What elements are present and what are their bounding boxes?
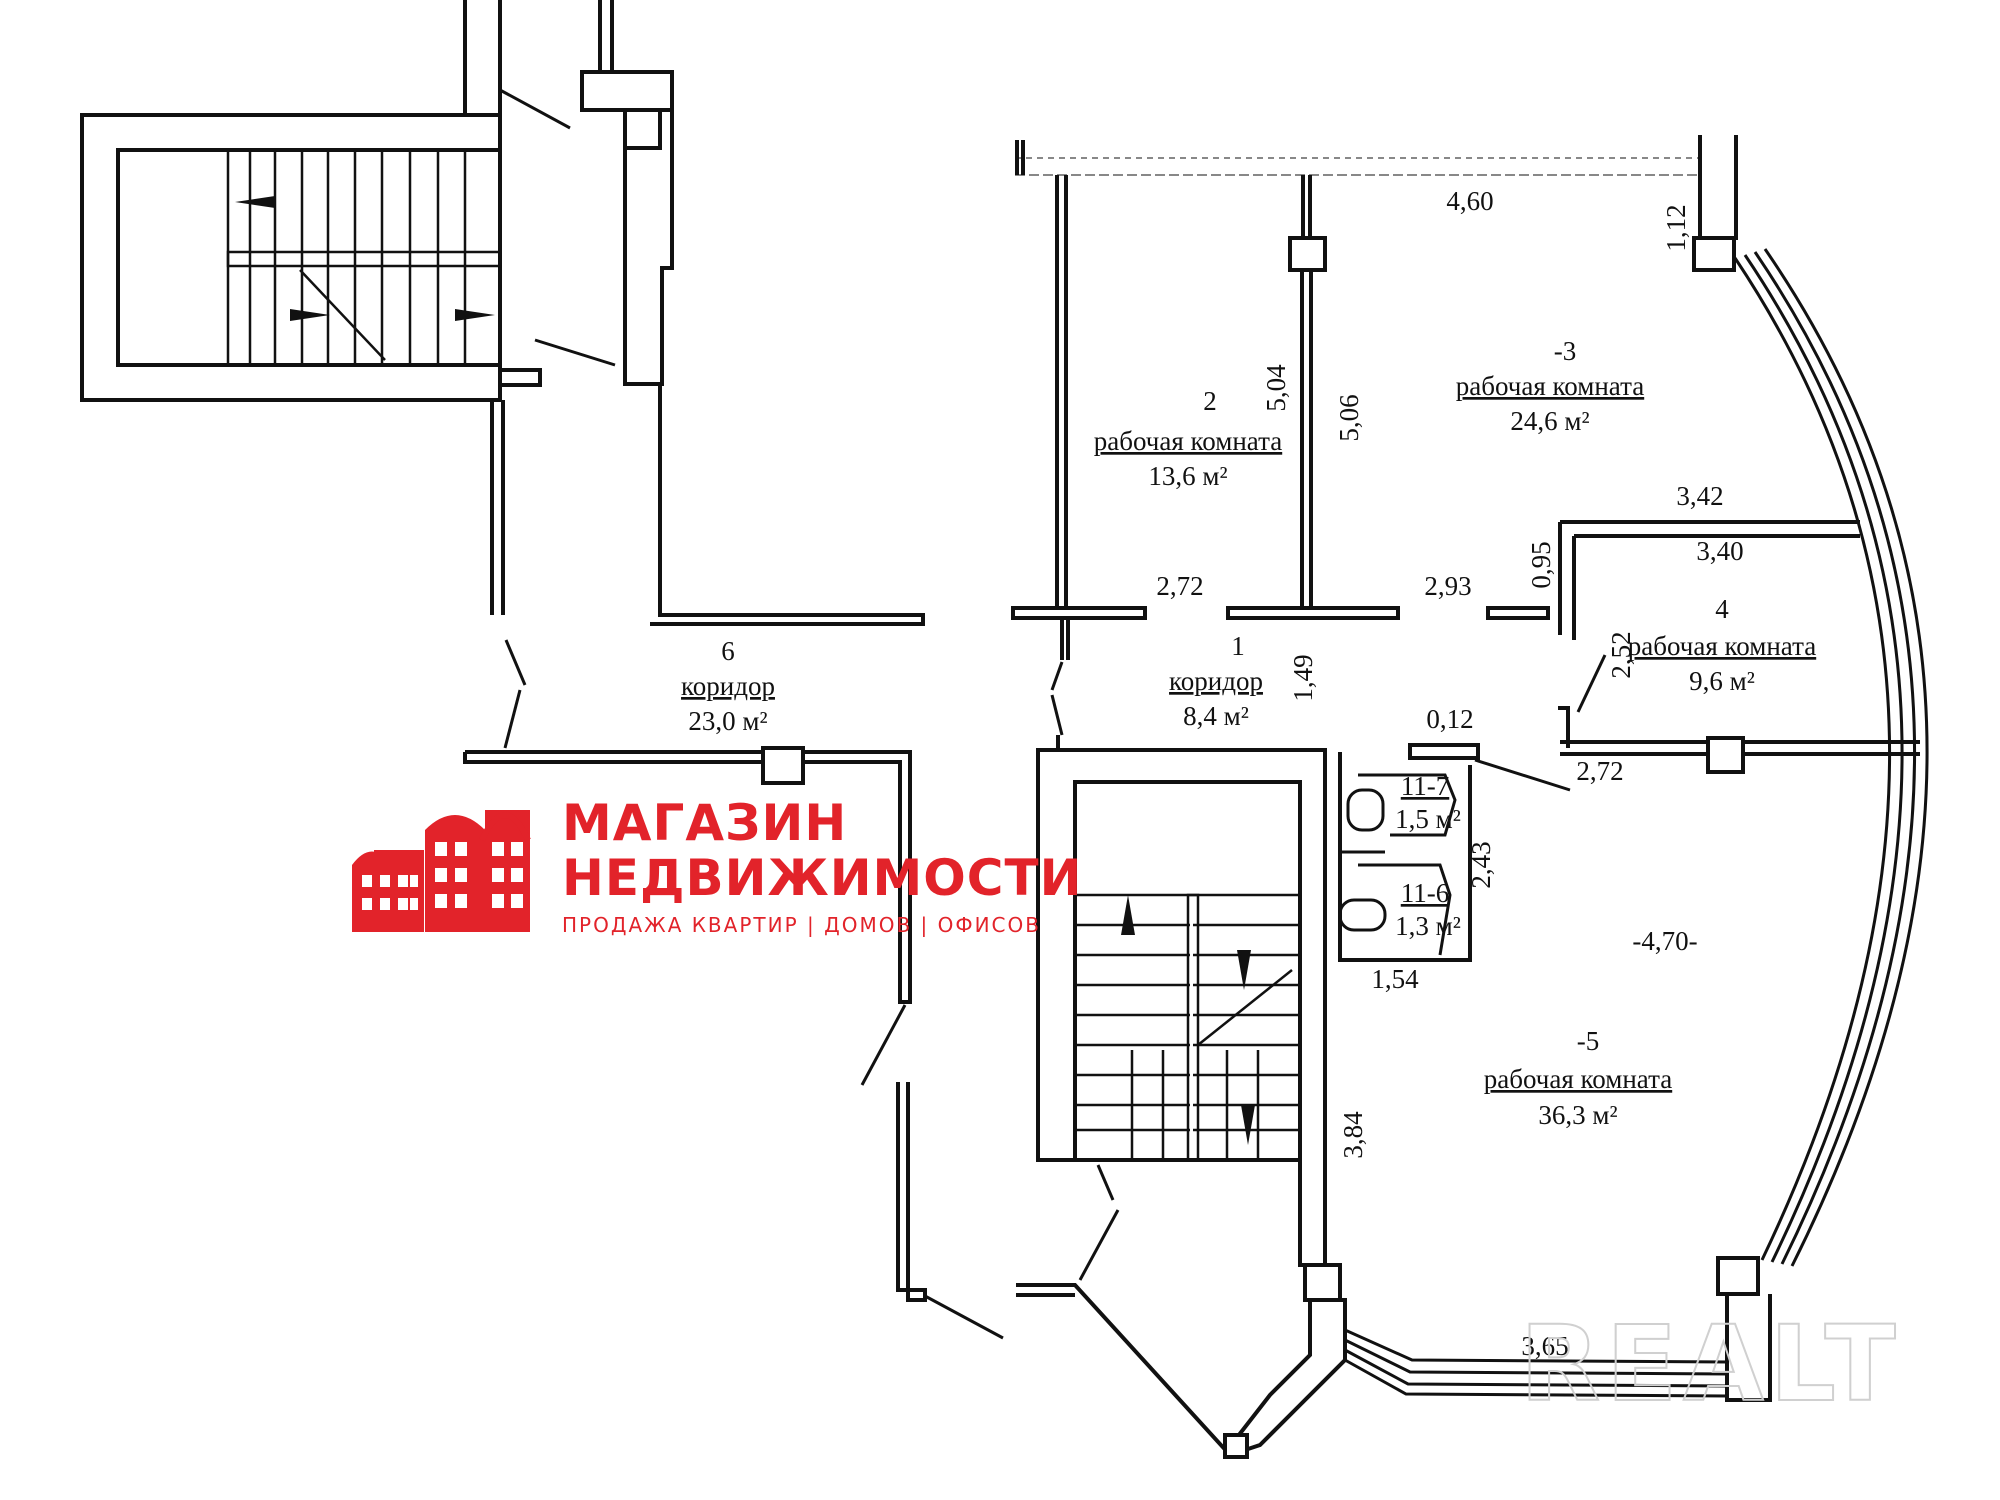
dim-1-54: 1,54 [1371, 964, 1419, 994]
dim-3-65: 3,65 [1521, 1331, 1568, 1361]
walls-top-left [463, 0, 925, 749]
walls-corridor-6 [463, 746, 1004, 1340]
room-4-number: 4 [1715, 594, 1729, 624]
arrow-down-icon [1237, 950, 1251, 990]
stairwell-steps [226, 150, 502, 365]
room-1-number: 1 [1231, 631, 1245, 661]
walls-offices [1011, 135, 1929, 1402]
dim-3-40: 3,40 [1696, 536, 1743, 566]
room-5-number: -5 [1577, 1026, 1600, 1056]
room-6-number: 6 [721, 636, 735, 666]
dimensions: 4,60 1,12 5,04 5,06 3,42 3,40 0,95 2,72 … [1156, 186, 1743, 1361]
dim-3-84: 3,84 [1338, 1111, 1368, 1159]
dim-1-12: 1,12 [1661, 204, 1691, 251]
room-5-name: рабочая комната [1484, 1064, 1672, 1094]
dim-2-72-a: 2,72 [1156, 571, 1203, 601]
room-2-area: 13,6 м² [1148, 461, 1227, 491]
room-3-number: -3 [1554, 336, 1577, 366]
room-1-name: коридор [1169, 666, 1263, 696]
room-2-number: 2 [1203, 386, 1217, 416]
dim-1-49: 1,49 [1288, 654, 1318, 701]
dim-2-72-b: 2,72 [1576, 756, 1623, 786]
stairwell-inner-wall [116, 148, 502, 367]
logo-subtitle: ПРОДАЖА КВАРТИР | ДОМОВ | ОФИСОВ [562, 913, 1041, 937]
arrow-right-icon [290, 309, 330, 321]
arrow-right-icon [455, 309, 495, 321]
building-icon [352, 810, 531, 932]
room-5-area: 36,3 м² [1538, 1100, 1617, 1130]
room-labels: 6 коридор 23,0 м² 1 коридор 8,4 м² 2 раб… [681, 336, 1816, 1130]
stairwell-bottom [1016, 748, 1347, 1459]
dim-2-52: 2,52 [1606, 631, 1636, 678]
dim-0-95: 0,95 [1526, 541, 1556, 588]
dim-4-70: -4,70- [1632, 926, 1697, 956]
room-4-area: 9,6 м² [1689, 666, 1755, 696]
room-6-name: коридор [681, 671, 775, 701]
sink-icon [1338, 898, 1387, 932]
room-11-6-number: 11-6 [1401, 878, 1450, 908]
dim-5-06: 5,06 [1334, 394, 1364, 441]
dim-4-60: 4,60 [1446, 186, 1493, 216]
dim-0-12: 0,12 [1426, 704, 1473, 734]
room-1-area: 8,4 м² [1183, 701, 1249, 731]
dim-2-93: 2,93 [1424, 571, 1471, 601]
room-3-name: рабочая комната [1456, 371, 1644, 401]
stairwell-bottom-steps [1075, 893, 1300, 1162]
room-11-7-number: 11-7 [1401, 771, 1450, 801]
room-6-area: 23,0 м² [688, 706, 767, 736]
room-11-7-area: 1,5 м² [1395, 804, 1461, 834]
arrow-up-icon [1121, 895, 1135, 935]
room-4-name: рабочая комната [1628, 631, 1816, 661]
dim-2-43: 2,43 [1466, 841, 1496, 888]
bathroom-cluster [1338, 743, 1571, 962]
dim-5-04: 5,04 [1261, 364, 1291, 412]
room-2-name: рабочая комната [1094, 426, 1282, 456]
stairwell-top-left [80, 113, 502, 402]
room-11-6-area: 1,3 м² [1395, 911, 1461, 941]
logo-title-line2: НЕДВИЖИМОСТИ [562, 849, 1082, 907]
dim-3-42: 3,42 [1676, 481, 1723, 511]
arrow-left-icon [235, 196, 275, 208]
arrow-down-icon [1241, 1105, 1255, 1145]
logo-title-line1: МАГАЗИН [562, 794, 847, 852]
agency-logo: МАГАЗИН НЕДВИЖИМОСТИ ПРОДАЖА КВАРТИР | Д… [352, 794, 1082, 937]
watermark: REALT [1520, 1303, 1902, 1425]
room-3-area: 24,6 м² [1510, 406, 1589, 436]
toilet-icon [1346, 788, 1385, 832]
